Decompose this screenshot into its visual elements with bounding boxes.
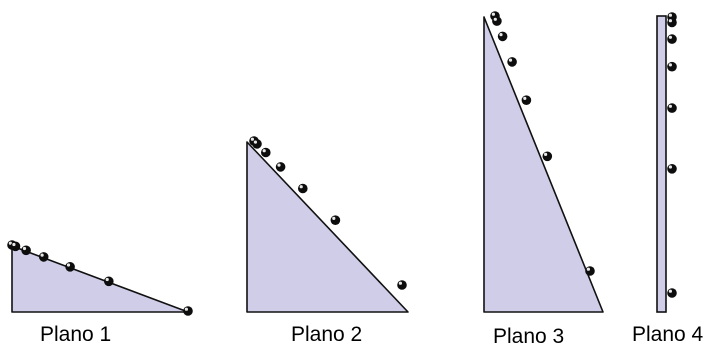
ball-highlight — [12, 242, 16, 247]
ball-highlight — [184, 307, 188, 311]
ball-highlight — [22, 246, 27, 251]
ball — [667, 17, 677, 28]
plane-3-label: Plano 3 — [493, 325, 564, 347]
ball — [507, 57, 517, 67]
ball-highlight — [668, 13, 673, 17]
ball — [667, 61, 677, 72]
ball — [21, 245, 31, 256]
ball — [667, 103, 677, 113]
ball — [497, 31, 508, 42]
ball-highlight — [66, 263, 71, 267]
ball-highlight — [277, 163, 281, 167]
ball-highlight — [250, 137, 254, 141]
plane-4-balls — [667, 12, 677, 298]
ball-highlight — [668, 35, 673, 39]
ball-highlight — [493, 17, 497, 21]
ball — [275, 162, 286, 172]
ball-highlight — [668, 289, 673, 293]
plane-2: Plano 2 — [246, 136, 409, 346]
ball — [38, 252, 49, 262]
plane-4-board — [656, 15, 667, 313]
ball — [667, 164, 677, 174]
ball-highlight — [523, 96, 527, 100]
ball-highlight — [299, 185, 303, 189]
ball-highlight — [668, 165, 673, 169]
ball — [492, 16, 502, 26]
ball-highlight — [668, 63, 673, 67]
ball-highlight — [332, 216, 336, 220]
ball — [261, 147, 271, 158]
ball-highlight — [668, 19, 673, 23]
ball-highlight — [499, 33, 503, 37]
ball — [667, 288, 677, 298]
ball-highlight — [398, 281, 402, 285]
plane-3: Plano 3 — [483, 11, 604, 347]
ball — [397, 280, 407, 290]
ball — [667, 34, 677, 44]
plane-3-balls — [490, 11, 595, 276]
ball — [183, 306, 193, 316]
ball-highlight — [40, 253, 44, 257]
plane-2-ramp — [246, 141, 409, 313]
ball-highlight — [8, 241, 12, 245]
ball-highlight — [668, 104, 673, 108]
ball — [542, 151, 553, 162]
ball-highlight — [262, 149, 266, 153]
plane-2-label: Plano 2 — [291, 323, 362, 346]
ball-highlight — [253, 140, 257, 144]
plane-1-ramp — [11, 245, 189, 313]
ball — [65, 262, 75, 272]
ball — [521, 95, 532, 105]
ball-highlight — [105, 277, 109, 282]
ball — [252, 139, 262, 149]
ball-highlight — [586, 267, 591, 271]
ball-highlight — [491, 12, 495, 16]
ball — [104, 276, 114, 287]
ball — [330, 215, 341, 225]
plane-2-balls — [249, 136, 407, 290]
ball — [10, 241, 21, 252]
ball — [585, 266, 595, 276]
plane-1-label: Plano 1 — [40, 323, 111, 346]
plane-4: Plano 4 — [632, 12, 704, 346]
plane-4-label: Plano 4 — [632, 323, 704, 346]
plane-1: Plano 1 — [7, 240, 193, 346]
ball-highlight — [544, 152, 548, 156]
plane-3-ramp — [483, 16, 604, 313]
ball-highlight — [508, 58, 513, 62]
ball — [298, 183, 308, 194]
plane-1-balls — [7, 240, 193, 316]
